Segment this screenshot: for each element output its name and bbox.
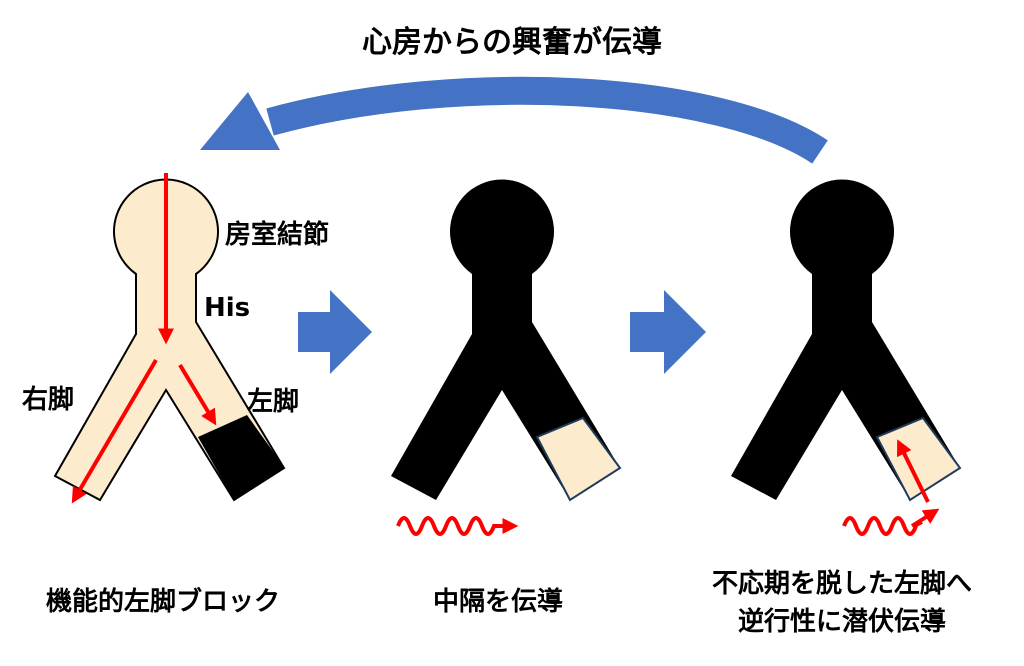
panel3-septal-wave — [842, 508, 940, 536]
panel2-conduction-system — [391, 179, 622, 502]
top-curved-arrow — [200, 76, 828, 164]
top-arrow-label: 心房からの興奮が伝導 — [362, 25, 662, 60]
panel3-conduction-system — [731, 179, 962, 502]
panel1-caption: 機能的左脚ブロック — [46, 586, 280, 617]
left-bundle-block — [198, 415, 284, 500]
his-label: His — [204, 293, 250, 323]
panel3-caption-line2: 逆行性に潜伏伝導 — [738, 606, 946, 637]
panel2-septal-wave — [396, 516, 519, 536]
right-bundle-label: 右脚 — [22, 385, 74, 415]
panel3-caption-line1: 不応期を脱した左脚へ — [712, 568, 972, 599]
left-bundle-recovered — [535, 416, 622, 502]
panel1-conduction-arrows — [71, 173, 217, 504]
left-bundle-recovered — [875, 416, 962, 502]
step-arrow-2 — [630, 290, 706, 374]
av-node-label: 房室結節 — [225, 219, 329, 250]
step-arrow-1 — [298, 290, 372, 374]
retrograde-arrow — [897, 439, 930, 503]
panel2-caption: 中隔を伝導 — [433, 586, 563, 617]
left-bundle-label: 左脚 — [247, 387, 299, 417]
